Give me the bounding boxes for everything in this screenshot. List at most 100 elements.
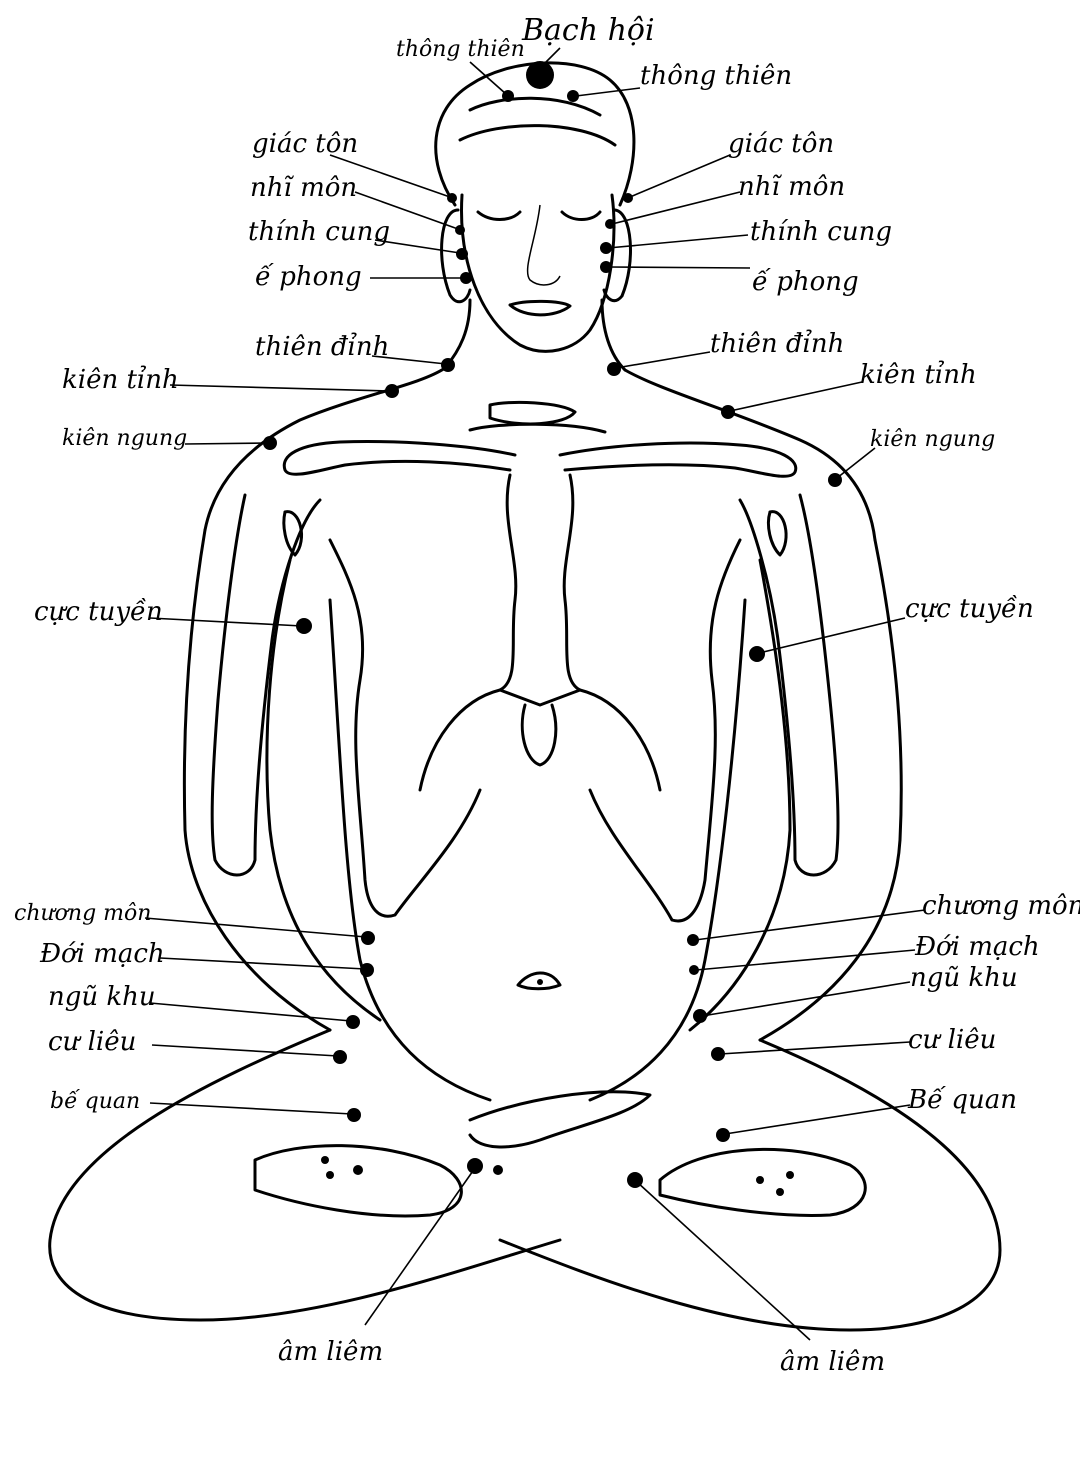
label-nhi-mon-right: nhĩ môn — [738, 172, 845, 202]
leader-cuc-tuyen-right — [758, 617, 906, 654]
skeleton — [210, 400, 840, 923]
figure-outline — [48, 61, 1002, 1332]
torso-right — [588, 598, 747, 1102]
label-bach-hoi: Bạch hội — [521, 13, 655, 48]
right-clavicle — [558, 441, 798, 478]
label-thinh-cung-left: thính cung — [248, 217, 390, 247]
point-giac-ton-left — [447, 193, 457, 203]
leader-bach-hoi — [541, 47, 561, 67]
label-cu-lieu-right: cư liêu — [908, 1025, 996, 1055]
foot-dot — [493, 1165, 503, 1175]
leader-be-quan-left — [149, 1102, 353, 1115]
leader-thong-thien-right — [575, 87, 641, 97]
leader-lines — [144, 47, 926, 1341]
right-arm-inner — [688, 558, 792, 1032]
leader-kien-tinh-left — [169, 384, 391, 392]
point-cuc-tuyen-left — [296, 618, 312, 634]
leader-e-phong-right — [607, 266, 751, 269]
label-cuc-tuyen-right: cực tuyền — [905, 594, 1034, 624]
left-foot — [253, 1144, 463, 1218]
leader-ngu-khu-right — [701, 981, 911, 1017]
leader-kien-ngung-right — [836, 447, 876, 479]
point-be-quan-left — [347, 1108, 361, 1122]
label-kien-ngung-right: kiên ngung — [870, 427, 995, 452]
cervical-bones — [468, 400, 607, 434]
right-scapula — [766, 510, 788, 557]
point-kien-ngung-left — [263, 436, 277, 450]
leader-kien-tinh-right — [729, 381, 863, 412]
label-kien-ngung-left: kiên ngung — [62, 426, 187, 451]
leader-kien-ngung-left — [184, 442, 269, 445]
leader-giac-ton-right — [629, 154, 731, 198]
label-doi-mach-left: Đới mạch — [39, 939, 165, 969]
point-thong-thien-right — [567, 90, 579, 102]
point-cuc-tuyen-right — [749, 646, 765, 662]
foot-dot — [321, 1156, 329, 1164]
point-bach-hoi — [526, 61, 554, 89]
label-thien-dinh-right: thiên đỉnh — [710, 329, 844, 359]
foot-dot — [776, 1188, 784, 1196]
point-am-liem-left — [467, 1158, 483, 1174]
leader-nhi-mon-left — [354, 191, 459, 230]
label-ngu-khu-left: ngũ khu — [48, 982, 156, 1012]
leader-thong-thien-left — [469, 61, 507, 95]
leader-doi-mach-right — [695, 949, 916, 971]
left-clavicle — [282, 440, 517, 476]
left-rib-cage — [328, 538, 502, 918]
label-thong-thien-left: thông thiên — [396, 37, 525, 62]
foot-dot — [756, 1176, 764, 1184]
left-shoulder — [203, 366, 447, 532]
nose — [526, 204, 561, 286]
point-cu-lieu-right — [711, 1047, 725, 1061]
label-cuc-tuyen-left: cực tuyền — [34, 597, 163, 627]
label-am-liem-left: âm liêm — [278, 1337, 383, 1367]
leader-cu-lieu-left — [151, 1044, 339, 1057]
point-thinh-cung-left — [456, 248, 468, 260]
leader-thien-dinh-right — [615, 351, 711, 369]
right-rib-cage — [578, 538, 742, 923]
point-doi-mach-left — [360, 963, 374, 977]
point-giac-ton-right — [623, 193, 633, 203]
point-e-phong-left — [460, 272, 472, 284]
hands — [468, 1090, 652, 1149]
point-ngu-khu-right — [693, 1009, 707, 1023]
point-thinh-cung-right — [600, 242, 612, 254]
leader-be-quan-right — [724, 1104, 911, 1135]
label-be-quan-right: Bế quan — [907, 1085, 1017, 1115]
point-ngu-khu-left — [346, 1015, 360, 1029]
leader-chuong-mon-left — [144, 917, 367, 938]
leader-doi-mach-left — [159, 957, 366, 970]
label-nhi-mon-left: nhĩ môn — [250, 173, 357, 203]
point-thien-dinh-left — [441, 358, 455, 372]
right-humerus — [738, 493, 840, 877]
left-ear — [440, 208, 472, 304]
leader-am-liem-right — [636, 1181, 811, 1341]
point-kien-tinh-right — [721, 405, 735, 419]
foot-dot — [353, 1165, 363, 1175]
sternum — [498, 473, 582, 707]
leader-giac-ton-left — [329, 154, 451, 198]
point-kien-tinh-left — [385, 384, 399, 398]
label-giac-ton-left: giác tôn — [252, 129, 358, 159]
point-doi-mach-right — [689, 965, 699, 975]
leader-cuc-tuyen-left — [149, 617, 303, 627]
label-thinh-cung-right: thính cung — [750, 217, 892, 247]
point-thien-dinh-right — [607, 362, 621, 376]
point-nhi-mon-right — [605, 219, 615, 229]
navel — [516, 971, 562, 991]
neck-left — [443, 298, 472, 370]
xiphoid — [520, 703, 558, 767]
leader-thinh-cung-right — [607, 234, 749, 249]
leader-thinh-cung-left — [374, 239, 461, 254]
label-kien-tinh-right: kiên tỉnh — [860, 360, 977, 390]
leader-thien-dinh-left — [371, 355, 447, 365]
label-giac-ton-right: giác tôn — [728, 129, 834, 159]
point-chuong-mon-left — [361, 931, 375, 945]
label-e-phong-left: ế phong — [255, 262, 362, 292]
navel-dot — [537, 979, 543, 985]
mouth — [508, 299, 572, 317]
acupoints — [263, 61, 842, 1196]
label-e-phong-right: ế phong — [752, 267, 859, 297]
point-e-phong-right — [600, 261, 612, 273]
